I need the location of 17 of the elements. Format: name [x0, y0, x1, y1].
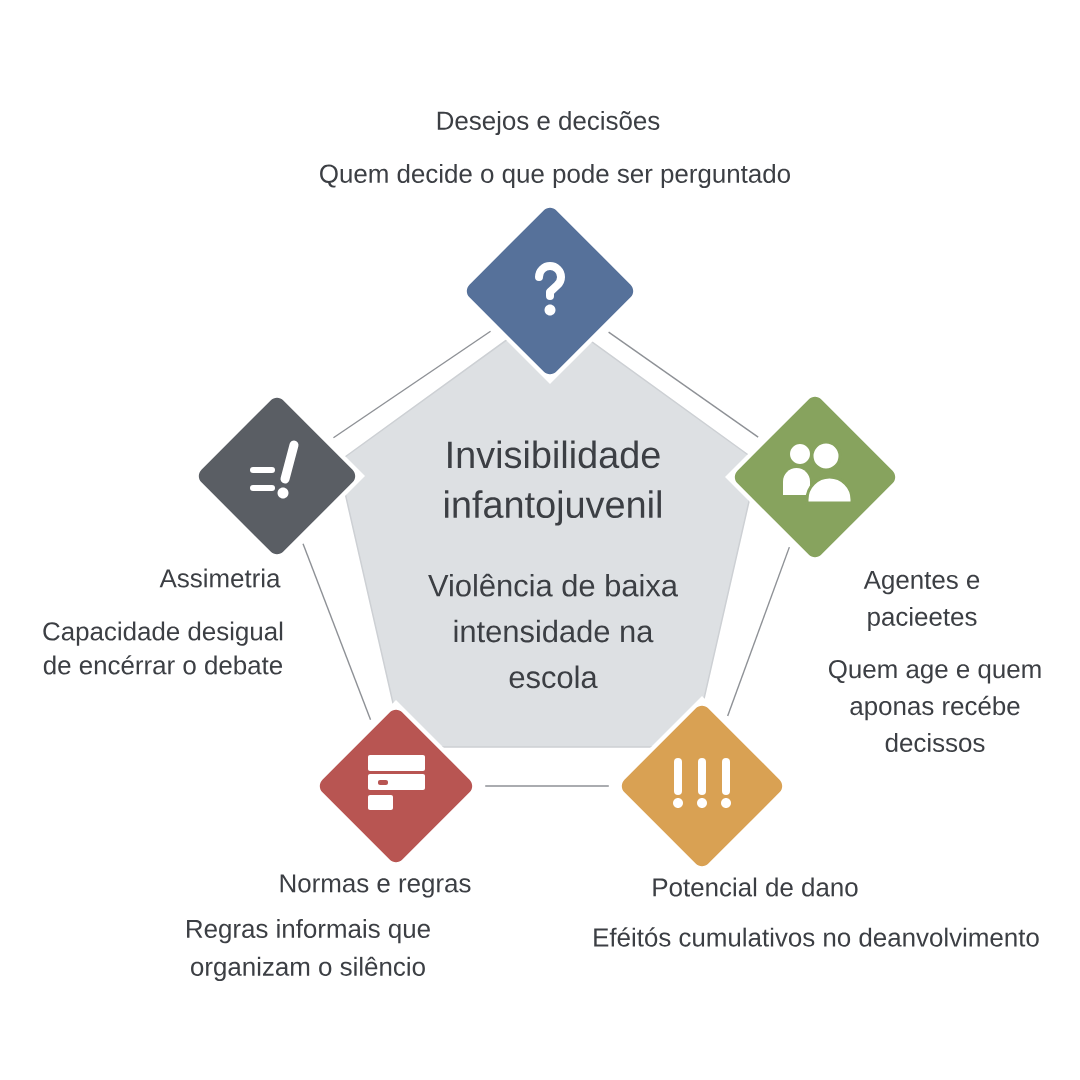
- connector-line: [607, 331, 759, 438]
- heading: Normas e regras: [280, 874, 471, 898]
- connector-line: [484, 785, 610, 787]
- title: Invisibilidade infantojuvenil: [445, 440, 661, 526]
- connector-line: [726, 546, 791, 717]
- description: Quem decide o que pode ser perguntado: [320, 163, 790, 189]
- connector-line: [332, 330, 492, 439]
- connector-line: [302, 543, 372, 721]
- description: Quem age e quem aponas recébe decissos: [828, 659, 1041, 753]
- description: Eféitós cumulativos no deanvolvimento: [594, 927, 1039, 947]
- description: Capacidade desigual de encérrar o debate: [43, 621, 283, 675]
- description: Regras informais que organizam o silêncio: [187, 919, 430, 981]
- heading: Assimetria: [159, 568, 281, 588]
- heading: Agentes e pacieetes: [863, 570, 980, 632]
- heading: Desejos e decisões: [437, 110, 660, 136]
- subtitle: Violência de baixa intensidade na escola: [428, 573, 678, 689]
- heading: Potencial de dano: [653, 877, 858, 897]
